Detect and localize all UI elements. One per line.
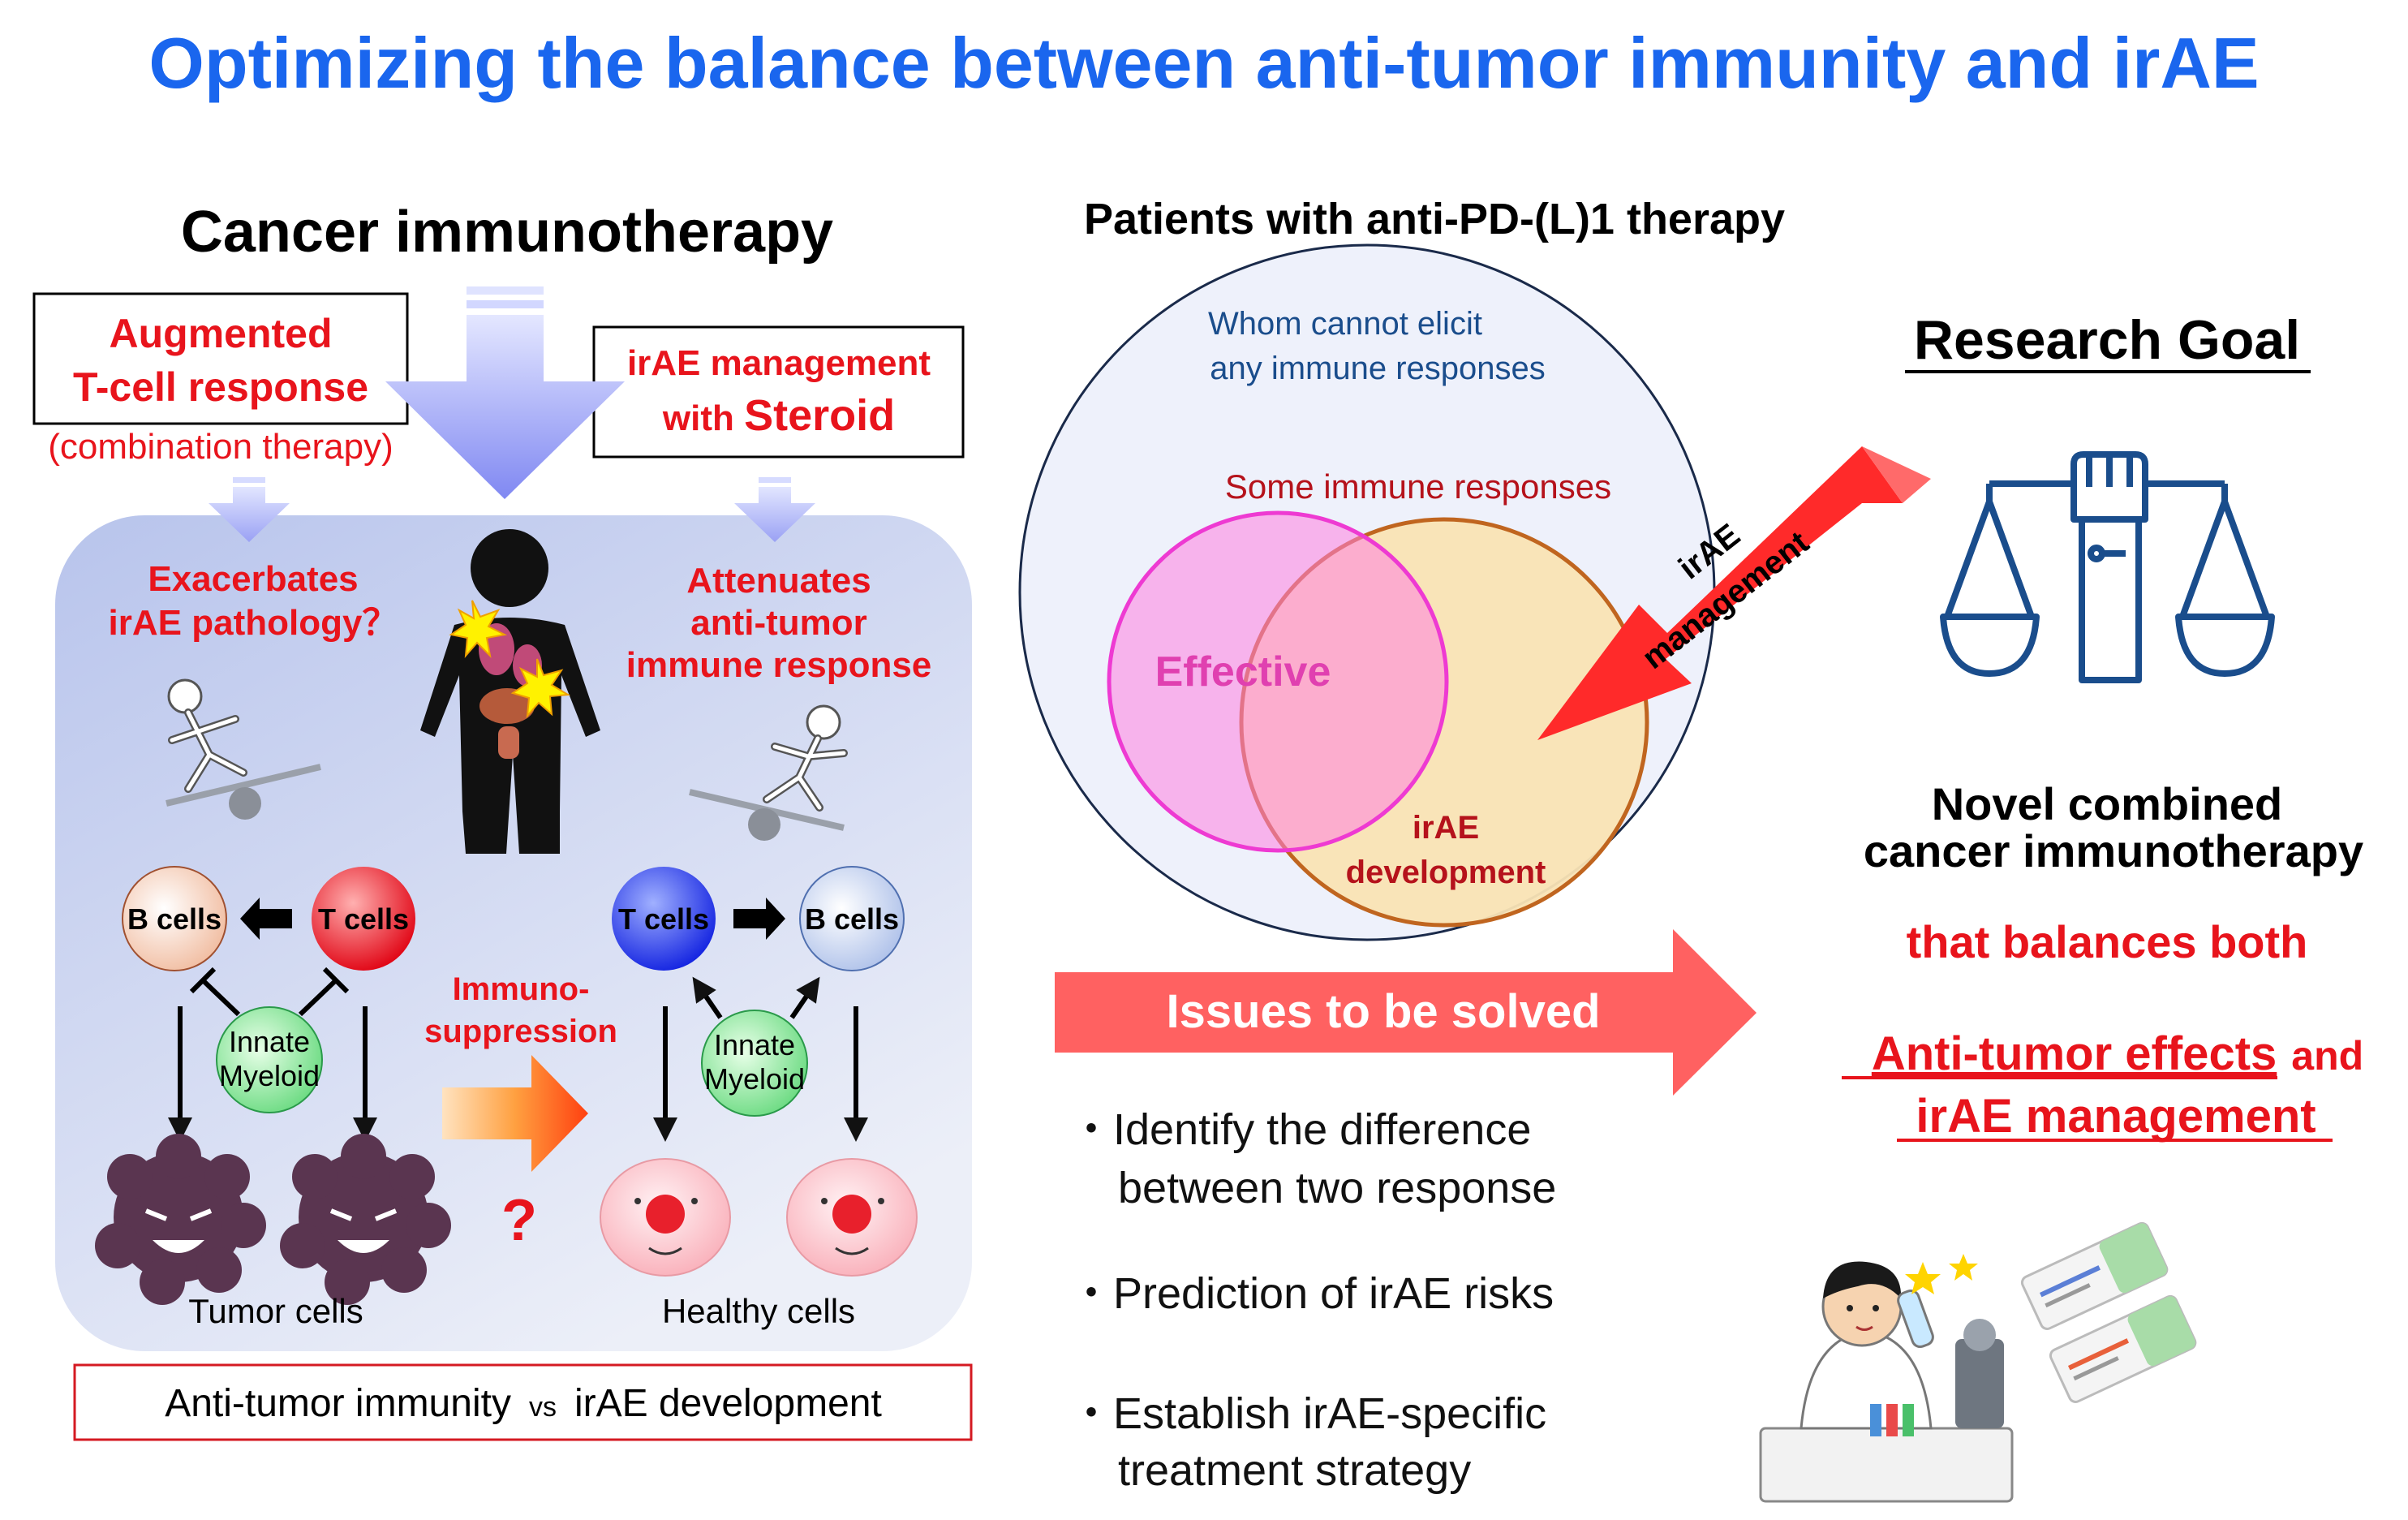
immuno-line2: suppression: [424, 1014, 617, 1049]
augmented-tcell-box: [32, 292, 409, 425]
augmented-line2: T-cell response: [73, 364, 368, 410]
b-cells-left: [122, 866, 227, 971]
issues-to-be-solved-arrow: [1055, 929, 1757, 1096]
page-title: Optimizing the balance between anti-tumo…: [148, 23, 2259, 103]
irae-dev-line2: development: [1346, 855, 1546, 890]
attenuates-line1: Attenuates: [686, 561, 871, 601]
innate-myeloid-left: [216, 1006, 323, 1113]
orange-suppression-arrow: [442, 1055, 588, 1172]
attenuates-line2: anti-tumor: [690, 603, 867, 643]
augmented-line1: Augmented: [110, 311, 333, 356]
tumor-cells-label: Tumor cells: [188, 1292, 363, 1330]
attenuates-line3: immune response: [626, 645, 932, 685]
t-cells-left-label: T cells: [318, 902, 409, 936]
healthy-cell-1-icon: [600, 1158, 731, 1277]
b-cells-left-label: B cells: [127, 902, 221, 936]
anti-tumor-vs-irae-box: [73, 1363, 973, 1441]
tumor-cell-2-icon: [280, 1134, 451, 1305]
downward-arrows-left: [168, 1006, 377, 1142]
issues-label: Issues to be solved: [1166, 985, 1600, 1038]
bullet-3-line1: ・Establish irAE-specific: [1069, 1389, 1546, 1438]
combination-therapy-note: (combination therapy): [48, 427, 393, 467]
bullet-2-line1: ・Prediction of irAE risks: [1069, 1269, 1554, 1318]
drug-package-icon: [2020, 1221, 2197, 1403]
bullet-1-line2: between two response: [1118, 1164, 1556, 1212]
exacerbates-line2: irAE pathology？: [109, 603, 398, 643]
innate-right-line2: Myeloid: [704, 1062, 805, 1096]
big-down-arrow: [385, 286, 625, 499]
bullet-3-line2: treatment strategy: [1118, 1446, 1471, 1495]
healthy-cell-2-icon: [786, 1158, 918, 1277]
balance-scale-icon: [1940, 451, 2275, 683]
outer-line2: any immune responses: [1210, 351, 1546, 386]
novel-line2: cancer immunotherapy: [1864, 825, 2363, 876]
cancer-immunotherapy-heading: Cancer immunotherapy: [181, 200, 833, 265]
t-cells-right-label: T cells: [618, 902, 709, 936]
inhibition-lines-left: [189, 967, 350, 1017]
exacerbates-line1: Exacerbates: [148, 559, 358, 599]
innate-right-line1: Innate: [714, 1028, 795, 1061]
t-cells-right: [612, 867, 716, 971]
immuno-line1: Immuno-: [453, 971, 590, 1007]
innate-left-line1: Innate: [229, 1025, 310, 1058]
irae-box-line1: irAE management: [627, 343, 931, 383]
some-immune-responses-label: Some immune responses: [1225, 467, 1611, 506]
seesaw-figure-left-icon: [166, 678, 321, 820]
irae-steroid-box: [592, 325, 965, 459]
t-to-b-arrow-left: [240, 898, 292, 940]
innate-left-line2: Myeloid: [219, 1059, 320, 1092]
t-cells-left: [312, 867, 415, 971]
small-arrow-left: [209, 477, 290, 542]
scientist-illustration-icon: [1759, 1254, 2014, 1503]
seesaw-figure-right-icon: [689, 704, 848, 841]
anti-pd-l1-heading: Patients with anti-PD-(L)1 therapy: [1084, 195, 1785, 243]
research-goal-heading: Research Goal: [1914, 309, 2300, 371]
healthy-cells-label: Healthy cells: [662, 1292, 855, 1330]
activation-arrows-right: [692, 976, 820, 1019]
t-to-b-arrow-right: [733, 898, 785, 940]
outer-line1: Whom cannot elicit: [1208, 306, 1482, 342]
effective-circle: [1107, 510, 1449, 853]
downward-arrows-right: [653, 1006, 868, 1142]
bullet-1-line1: ・Identify the difference: [1069, 1105, 1531, 1154]
effective-label: Effective: [1155, 648, 1331, 695]
left-panel-background: [55, 515, 972, 1351]
balances-both: that balances both: [1907, 916, 2308, 967]
novel-line1: Novel combined: [1932, 778, 2283, 829]
human-body-icon: [420, 529, 600, 854]
irae-dev-line1: irAE: [1413, 810, 1479, 846]
irae-box-line2: with Steroid: [662, 391, 895, 440]
irae-management-goal: irAE management: [1916, 1090, 2316, 1143]
b-cells-right-label: B cells: [805, 902, 899, 936]
innate-myeloid-right: [701, 1010, 808, 1117]
question-mark: ?: [501, 1188, 537, 1253]
b-cells-right: [799, 866, 905, 971]
small-arrow-right: [734, 477, 815, 542]
tumor-cell-1-icon: [95, 1134, 266, 1305]
